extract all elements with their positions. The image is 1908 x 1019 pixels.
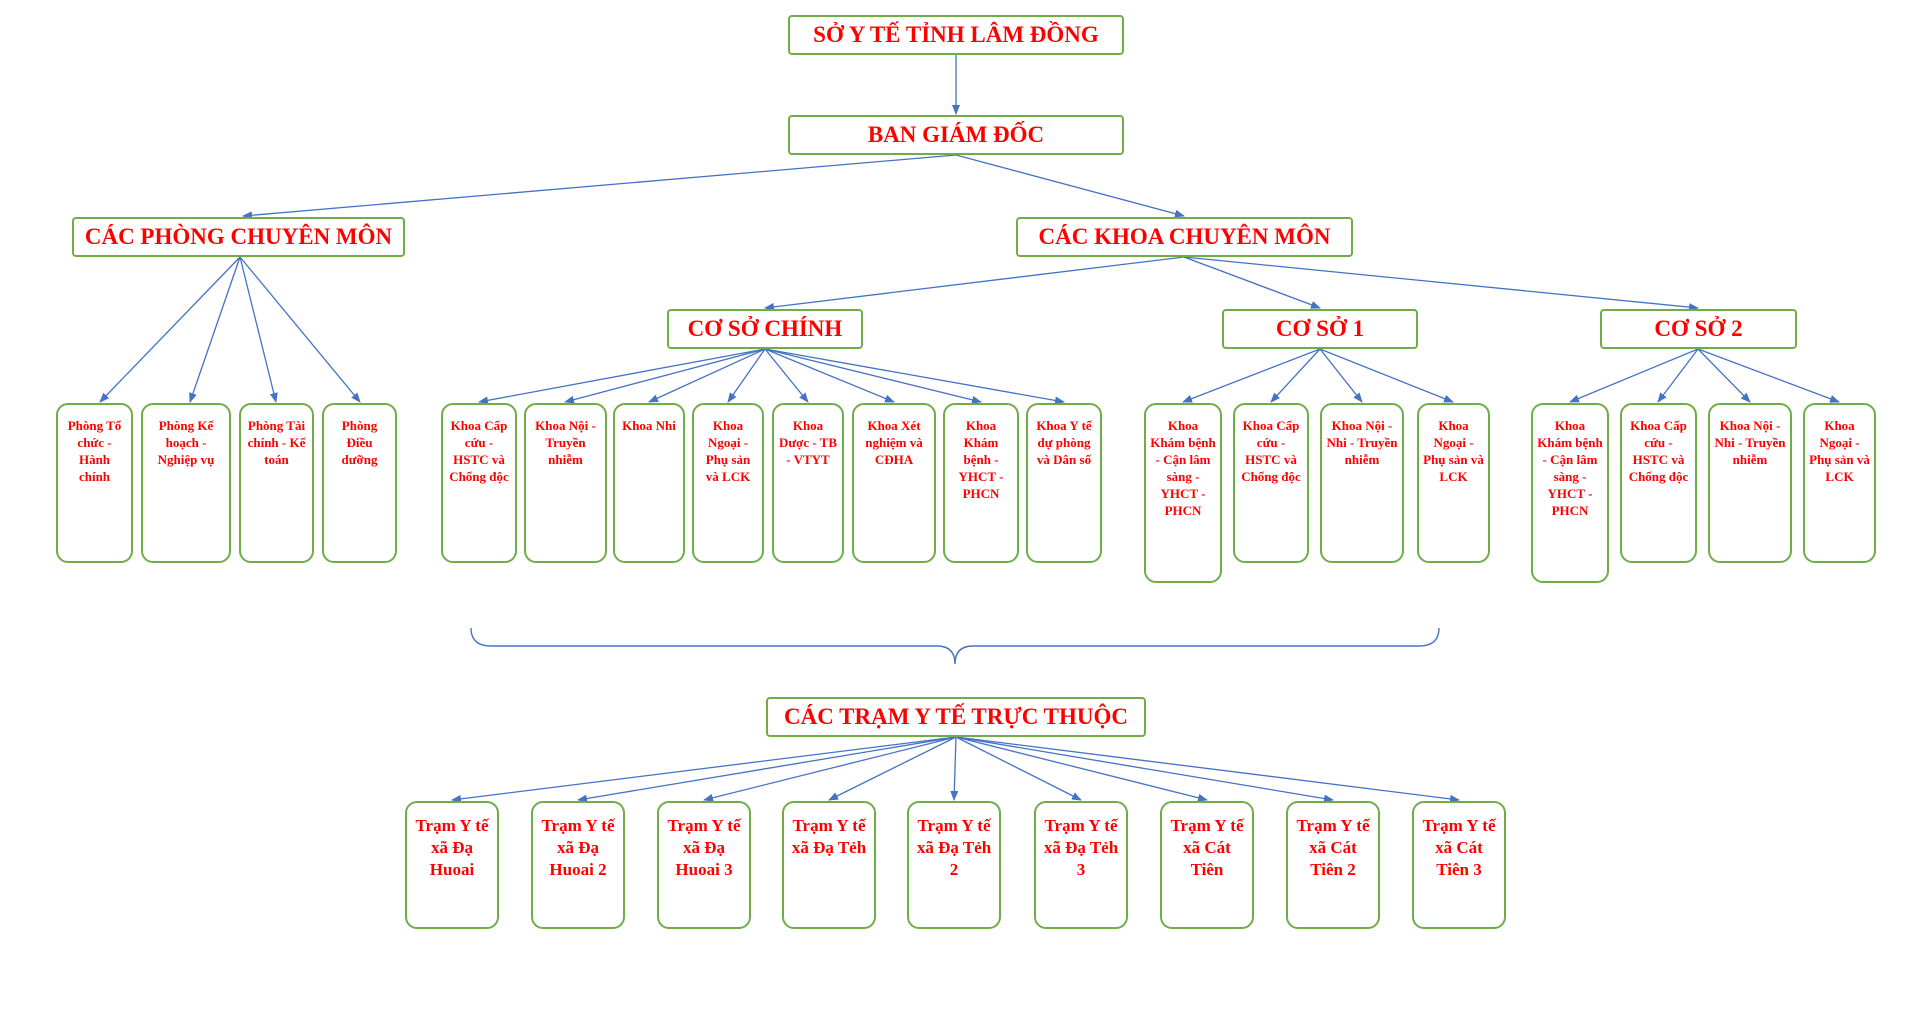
connector-arrow: [478, 348, 766, 405]
site2-group: CƠ SỞ 2: [1600, 309, 1797, 349]
main-site-group: CƠ SỞ CHÍNH: [667, 309, 863, 349]
connector-arrow: [1183, 256, 1321, 309]
connector-arrow: [1319, 348, 1363, 403]
departments-group: CÁC PHÒNG CHUYÊN MÔN: [72, 217, 405, 257]
connector-arrow: [1697, 348, 1751, 403]
grouping-brace: [470, 627, 1440, 665]
station-box: Trạm Y tế xã Đạ Tẻh 2: [907, 801, 1001, 929]
faculty-box: Khoa Ngoại - Phụ sản và LCK: [1417, 403, 1490, 563]
faculties-group: CÁC KHOA CHUYÊN MÔN: [1016, 217, 1353, 257]
connector-arrow: [1657, 348, 1699, 403]
faculty-box: Khoa Cấp cứu - HSTC và Chống độc: [1620, 403, 1697, 563]
faculty-box: Khoa Ngoại - Phụ sản và LCK: [692, 403, 764, 563]
connector-arrow: [764, 348, 982, 404]
faculty-box: Khoa Cấp cứu - HSTC và Chống độc: [441, 403, 517, 563]
connector-arrow: [1319, 348, 1454, 403]
connector-arrow: [764, 256, 1185, 311]
faculty-box: Khoa Ngoại - Phụ sản và LCK: [1803, 403, 1876, 563]
connector-arrow: [242, 154, 957, 220]
connector-arrow: [955, 736, 1460, 803]
station-box: Trạm Y tế xã Đạ Tẻh: [782, 801, 876, 929]
connector-arrow: [564, 348, 766, 404]
faculty-box: Khoa Khám bệnh - Cận lâm sàng - YHCT - P…: [1144, 403, 1222, 583]
connector-arrow: [950, 736, 959, 801]
connector-arrow: [577, 736, 957, 803]
connector-arrow: [451, 736, 957, 803]
station-box: Trạm Y tế xã Đạ Huoai: [405, 801, 499, 929]
department-box: Phòng Điều dưỡng: [322, 403, 397, 563]
department-box: Phòng Tài chính - Kế toán: [239, 403, 314, 563]
faculty-box: Khoa Khám bệnh - Cận lâm sàng - YHCT - P…: [1531, 403, 1609, 583]
connector-arrow: [955, 736, 1334, 803]
org-title: SỞ Y TẾ TỈNH LÂM ĐỒNG: [788, 15, 1124, 55]
department-box: Phòng Kế hoạch - Nghiệp vụ: [141, 403, 231, 563]
connector-arrow: [1183, 256, 1699, 312]
connector-arrow: [189, 256, 241, 403]
station-box: Trạm Y tế xã Đạ Tẻh 3: [1034, 801, 1128, 929]
station-box: Trạm Y tế xã Đạ Huoai 3: [657, 801, 751, 929]
connector-arrow: [955, 736, 1208, 802]
station-box: Trạm Y tế xã Cát Tiên: [1160, 801, 1254, 929]
faculty-box: Khoa Cấp cứu - HSTC và Chống độc: [1233, 403, 1309, 563]
connector-arrow: [239, 256, 278, 403]
connector-arrow: [239, 256, 361, 403]
connector-arrow: [1697, 348, 1840, 403]
site1-group: CƠ SỞ 1: [1222, 309, 1418, 349]
connector-arrow: [764, 348, 809, 403]
connector-arrow: [764, 348, 1065, 405]
department-box: Phòng Tổ chức - Hành chính: [56, 403, 133, 563]
station-box: Trạm Y tế xã Cát Tiên 3: [1412, 801, 1506, 929]
faculty-box: Khoa Nội - Nhi - Truyền nhiễm: [1320, 403, 1404, 563]
connector-arrow: [99, 256, 241, 403]
connector-arrow: [648, 348, 766, 403]
stations-group: CÁC TRẠM Y TẾ TRỰC THUỘC: [766, 697, 1146, 737]
connector-arrow: [703, 736, 957, 802]
connector-arrow: [1182, 348, 1321, 403]
connector-arrow: [828, 736, 957, 801]
station-box: Trạm Y tế xã Cát Tiên 2: [1286, 801, 1380, 929]
faculty-box: Khoa Nội - Truyền nhiễm: [524, 403, 607, 563]
faculty-box: Khoa Y tế dự phòng và Dân số: [1026, 403, 1102, 563]
station-box: Trạm Y tế xã Đạ Huoai 2: [531, 801, 625, 929]
connector-arrow: [764, 348, 895, 403]
connector-arrow: [955, 736, 1082, 801]
faculty-box: Khoa Xét nghiệm và CĐHA: [852, 403, 936, 563]
faculty-box: Khoa Dược - TB - VTYT: [772, 403, 844, 563]
board-of-directors: BAN GIÁM ĐỐC: [788, 115, 1124, 155]
faculty-box: Khoa Khám bệnh - YHCT - PHCN: [943, 403, 1019, 563]
connector-arrow: [955, 154, 1185, 218]
faculty-box: Khoa Nội - Nhi - Truyền nhiễm: [1708, 403, 1792, 563]
faculty-box: Khoa Nhi: [613, 403, 685, 563]
connector-arrow: [1569, 348, 1699, 403]
connector-arrow: [727, 348, 766, 403]
connector-arrow: [1270, 348, 1321, 403]
